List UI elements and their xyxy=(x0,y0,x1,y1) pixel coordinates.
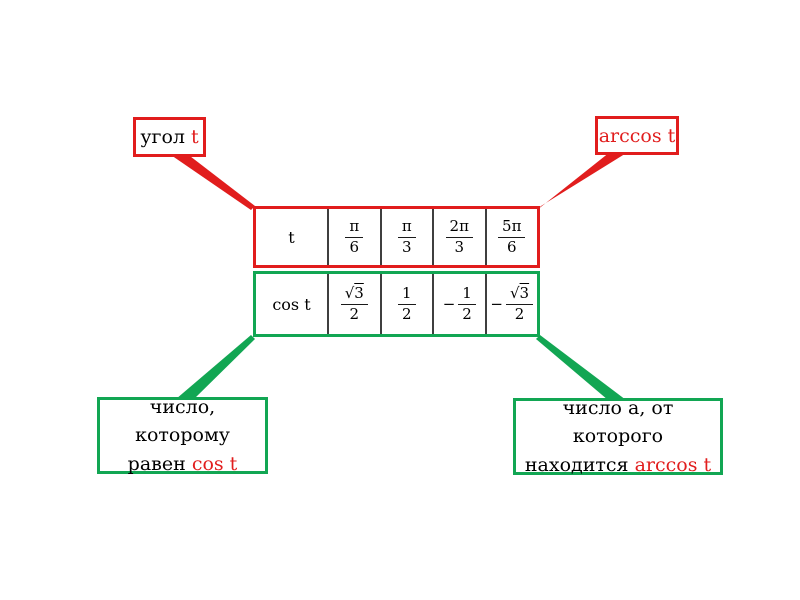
callout-arccos-t: arccos t xyxy=(595,116,679,155)
table-row-t: t π 6 π 3 2π 3 5π 6 xyxy=(253,206,540,268)
fraction-numerator: π xyxy=(397,218,416,238)
table-cell-neg-1-2: − 1 2 xyxy=(434,274,487,334)
fraction-denominator: 6 xyxy=(506,237,517,256)
callout-arccos-source-line1: число a, от которого xyxy=(562,396,674,448)
table-cell-1-2: 1 2 xyxy=(382,274,434,334)
fraction-denominator: 2 xyxy=(462,304,472,323)
fraction-denominator: 2 xyxy=(401,304,412,323)
fraction-denominator: 2 xyxy=(514,304,525,323)
callout-angle-t-prefix: угол xyxy=(140,126,185,148)
table-cell-5pi-6: 5π 6 xyxy=(487,209,538,265)
minus-sign: − xyxy=(490,295,503,313)
table-cell-t-label: t xyxy=(256,209,329,265)
fraction-denominator: 3 xyxy=(401,237,412,256)
callout-cos-value-line2-prefix: равен xyxy=(127,452,186,475)
table-cell-cos-label: cos t xyxy=(256,274,329,334)
callout-arccos-t-text: arccos t xyxy=(598,124,676,147)
callout-cos-value-line1: число, которому xyxy=(135,395,230,447)
callout-arccos-source-line2: находится arccos t xyxy=(525,451,711,480)
radicand: 3 xyxy=(519,284,530,303)
fraction-numerator: 1 xyxy=(397,285,416,305)
fraction-numerator: √3 xyxy=(340,284,368,305)
minus-sign: − xyxy=(442,295,456,313)
callout-arccos-source-line2-highlight: arccos t xyxy=(634,453,712,476)
table-cell-2pi-3: 2π 3 xyxy=(434,209,487,265)
connector-arccos-source xyxy=(536,335,626,400)
callout-angle-t-highlight: t xyxy=(191,126,199,148)
fraction-denominator: 6 xyxy=(349,237,360,256)
radical-sign: √ xyxy=(509,284,520,303)
table-cell-pi-3: π 3 xyxy=(382,209,434,265)
fraction-numerator: π xyxy=(345,218,364,238)
fraction-numerator: √3 xyxy=(505,284,534,305)
fraction-numerator: 2π xyxy=(445,218,473,238)
connector-cos-value xyxy=(176,335,255,399)
fraction-denominator: 2 xyxy=(349,304,360,323)
table-cell-sqrt3-2: √3 2 xyxy=(329,274,382,334)
callout-angle-t-text: угол t xyxy=(140,126,198,148)
connector-ugol-t xyxy=(168,153,255,210)
table-cell-pi-6: π 6 xyxy=(329,209,382,265)
callout-cos-value: число, которому равен cos t xyxy=(97,396,268,475)
connector-arccos-t xyxy=(537,152,628,210)
radicand: 3 xyxy=(354,284,364,303)
callout-cos-value-line2-highlight: cos t xyxy=(191,452,238,475)
callout-cos-value-line2: равен cos t xyxy=(128,450,238,479)
callout-arccos-source-line2-prefix: находится xyxy=(524,453,629,476)
callout-arccos-source: число a, от которого находится arccos t xyxy=(513,397,723,476)
fraction-denominator: 3 xyxy=(454,237,465,256)
radical-sign: √ xyxy=(344,284,355,303)
fraction-numerator: 1 xyxy=(458,285,476,305)
table-row-cos: cos t √3 2 1 2 − 1 2 − √3 2 xyxy=(253,271,540,337)
fraction-numerator: 5π xyxy=(498,218,526,238)
table-cell-neg-sqrt3-2: − √3 2 xyxy=(487,274,538,334)
callout-angle-t: угол t xyxy=(133,117,206,157)
